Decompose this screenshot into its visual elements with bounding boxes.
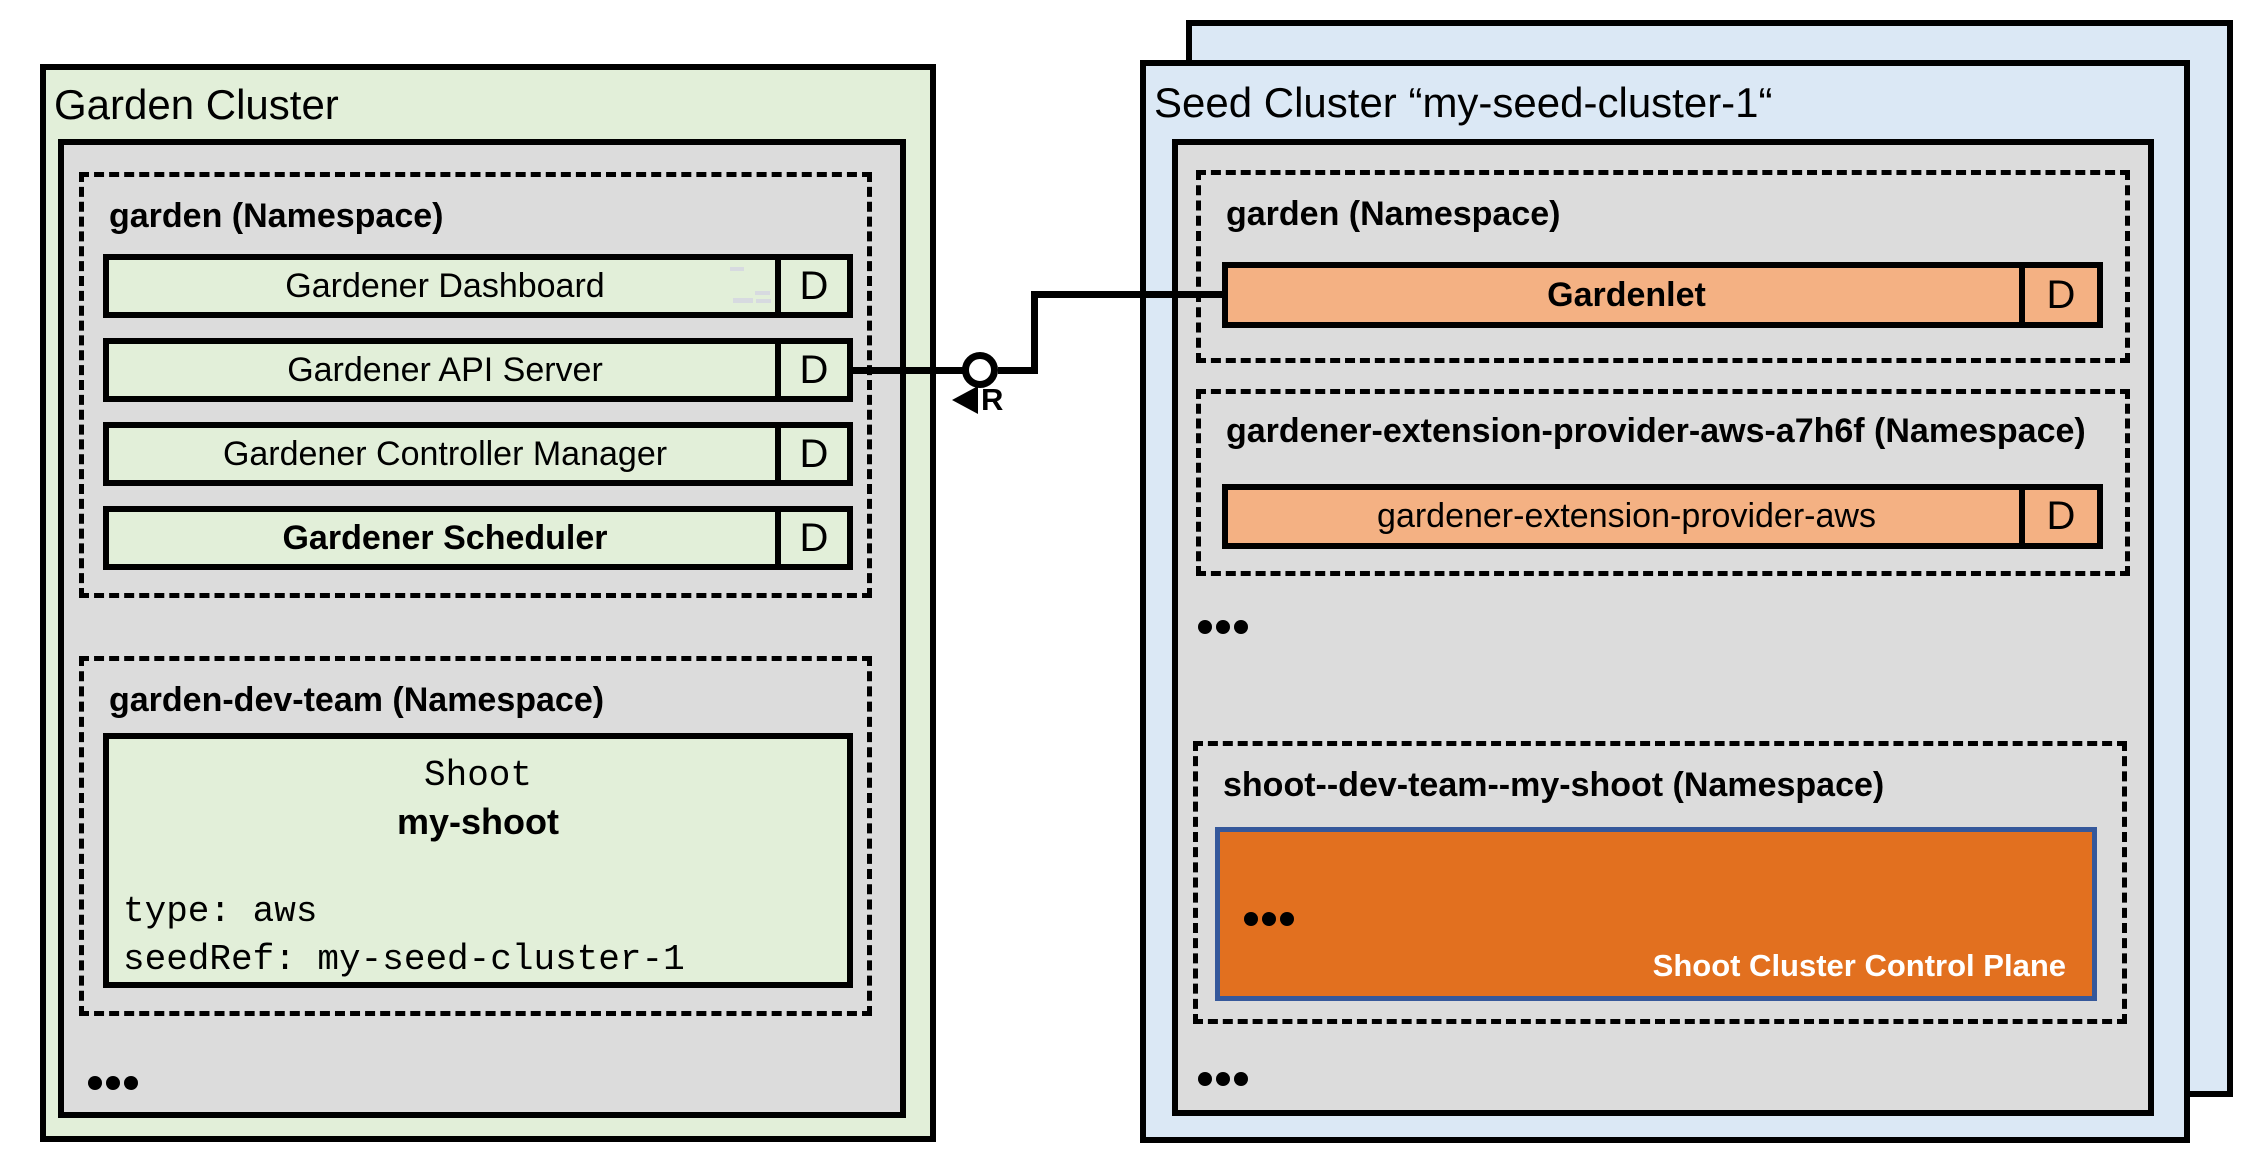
artifact-dash bbox=[756, 299, 771, 303]
seed-namespace-garden-label: garden (Namespace) bbox=[1226, 195, 1561, 233]
garden-namespace-garden: garden (Namespace) bbox=[79, 172, 872, 598]
gardener-dashboard-label: Gardener Dashboard bbox=[285, 266, 605, 305]
connector-line-to-gardenlet bbox=[1031, 291, 1222, 298]
seed-namespace-shoot: shoot--dev-team--my-shoot (Namespace) bbox=[1193, 741, 2127, 1024]
extension-provider-component: gardener-extension-provider-aws D bbox=[1222, 484, 2103, 549]
gardenlet-deployment-badge: D bbox=[2019, 268, 2097, 322]
seed-bottom-ellipsis-dots bbox=[1198, 1072, 1248, 1086]
shoot-name: my-shoot bbox=[397, 801, 559, 842]
gardener-scheduler-deployment-badge: D bbox=[775, 512, 847, 564]
connector-line-mid bbox=[998, 367, 1038, 374]
garden-namespace-dev-team-label: garden-dev-team (Namespace) bbox=[109, 681, 605, 719]
seed-namespace-extension: gardener-extension-provider-aws-a7h6f (N… bbox=[1196, 389, 2130, 576]
seed-mid-ellipsis-dots bbox=[1198, 620, 1248, 634]
shoot-resource-box: Shoot my-shoot type: aws seedRef: my-see… bbox=[103, 733, 853, 988]
control-plane-label: Shoot Cluster Control Plane bbox=[1652, 948, 2066, 983]
garden-cluster-title: Garden Cluster bbox=[54, 81, 339, 128]
gardener-scheduler-label: Gardener Scheduler bbox=[282, 518, 608, 557]
artifact-dash bbox=[730, 267, 744, 271]
connector-line-from-api-server bbox=[853, 367, 963, 374]
gardener-api-server-component: Gardener API Server D bbox=[103, 338, 853, 402]
seed-namespace-garden: garden (Namespace) bbox=[1196, 170, 2130, 363]
shoot-control-plane-box: Shoot Cluster Control Plane bbox=[1215, 827, 2097, 1001]
arrow-left-icon bbox=[952, 386, 978, 414]
control-plane-ellipsis-dots bbox=[1244, 912, 1294, 926]
connector-line-vertical bbox=[1031, 291, 1038, 374]
seed-namespace-extension-label: gardener-extension-provider-aws-a7h6f (N… bbox=[1226, 412, 2086, 450]
gardener-scheduler-component: Gardener Scheduler D bbox=[103, 506, 853, 570]
garden-bottom-ellipsis-dots bbox=[88, 1076, 138, 1090]
extension-provider-label: gardener-extension-provider-aws bbox=[1377, 497, 1876, 535]
gardenlet-component: Gardenlet D bbox=[1222, 262, 2103, 328]
garden-namespace-garden-label: garden (Namespace) bbox=[109, 197, 444, 235]
artifact-dash bbox=[733, 298, 753, 303]
extension-provider-deployment-badge: D bbox=[2019, 490, 2097, 543]
gardener-api-server-deployment-badge: D bbox=[775, 344, 847, 396]
gardener-controller-manager-label: Gardener Controller Manager bbox=[222, 434, 668, 473]
seed-namespace-shoot-label: shoot--dev-team--my-shoot (Namespace) bbox=[1223, 766, 1885, 804]
gardener-api-server-label: Gardener API Server bbox=[287, 350, 603, 389]
seed-cluster-title: Seed Cluster “my-seed-cluster-1“ bbox=[1154, 79, 1773, 126]
gardenlet-label: Gardenlet bbox=[1547, 275, 1706, 314]
artifact-dash bbox=[755, 291, 770, 295]
gardener-controller-manager-deployment-badge: D bbox=[775, 428, 847, 480]
shoot-spec-type: type: aws bbox=[123, 891, 318, 932]
gardener-dashboard-deployment-badge: D bbox=[775, 260, 847, 312]
garden-namespace-dev-team: garden-dev-team (Namespace) bbox=[79, 656, 872, 1016]
shoot-spec-seedref: seedRef: my-seed-cluster-1 bbox=[123, 939, 685, 980]
connector-r-label: R bbox=[981, 382, 1004, 417]
gardener-dashboard-component: Gardener Dashboard D bbox=[103, 254, 853, 318]
gardener-controller-manager-component: Gardener Controller Manager D bbox=[103, 422, 853, 486]
shoot-kind: Shoot bbox=[423, 755, 533, 796]
interface-socket-icon bbox=[962, 352, 998, 388]
